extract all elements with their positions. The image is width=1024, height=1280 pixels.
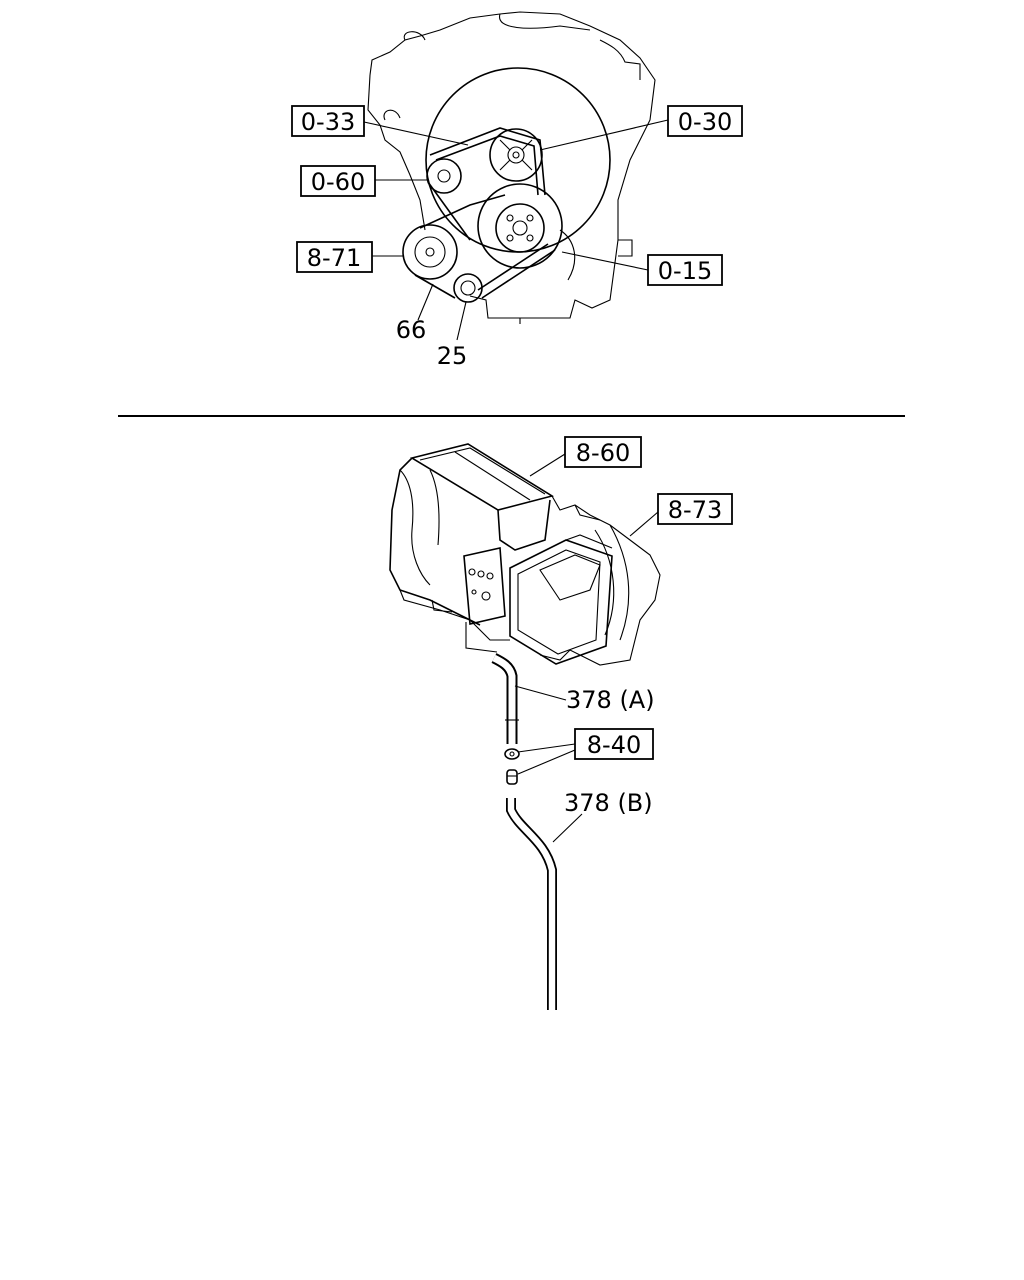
callout-0-30-label: 0-30: [678, 108, 732, 136]
callout-8-73: 8-73: [657, 493, 733, 525]
hose-label-378-a: 378 (A): [566, 686, 655, 714]
callout-8-60: 8-60: [564, 436, 642, 468]
drain-hose-a: [491, 653, 519, 744]
part-number-25: 25: [437, 342, 468, 370]
hvac-unit-drawing: [389, 443, 661, 666]
engine-belt-drive-drawing: [367, 11, 656, 324]
callout-0-30: 0-30: [667, 105, 743, 137]
callout-0-33: 0-33: [291, 105, 365, 137]
callout-0-60: 0-60: [300, 165, 376, 197]
bottom-leader-lines: [514, 453, 659, 843]
callout-8-71-label: 8-71: [307, 244, 361, 272]
hose-label-378-b: 378 (B): [564, 789, 653, 817]
callout-8-71: 8-71: [296, 241, 373, 273]
callout-0-33-label: 0-33: [301, 108, 355, 136]
callout-0-15: 0-15: [647, 254, 723, 286]
top-leader-lines: [363, 119, 669, 341]
callout-0-60-label: 0-60: [311, 168, 365, 196]
hose-clips: [504, 748, 520, 785]
callout-8-60-label: 8-60: [576, 439, 630, 467]
callout-8-73-label: 8-73: [668, 496, 722, 524]
callout-8-40: 8-40: [574, 728, 654, 760]
part-number-66: 66: [396, 316, 427, 344]
callout-0-15-label: 0-15: [658, 257, 712, 285]
drain-hose-b: [506, 798, 557, 1010]
callout-8-40-label: 8-40: [587, 731, 641, 759]
